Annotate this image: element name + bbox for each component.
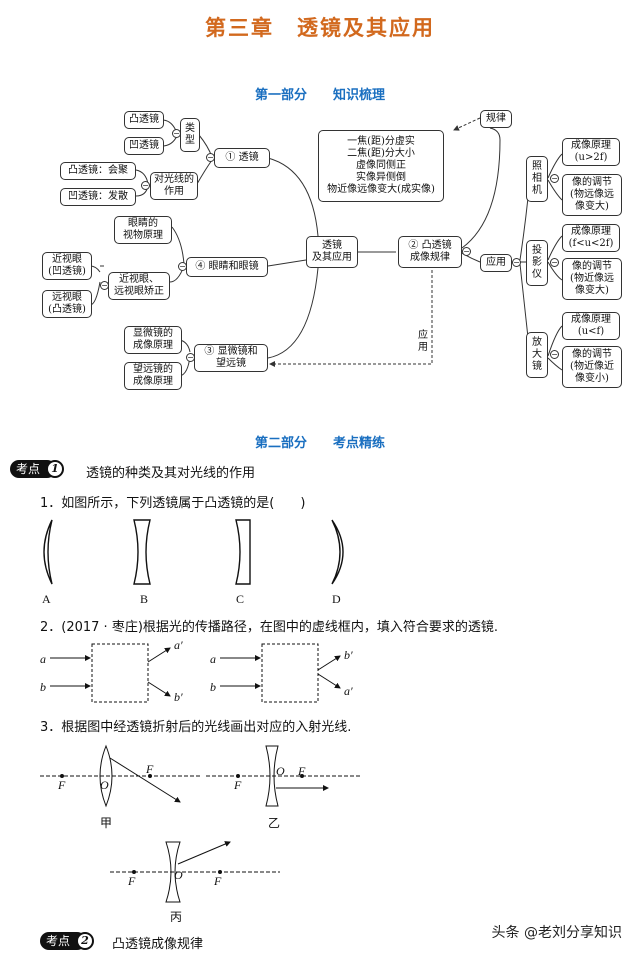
option-c: C xyxy=(236,592,245,606)
topic-2-text: 凸透镜成像规律 xyxy=(112,937,204,952)
lens-b-icon xyxy=(133,519,151,585)
option-b: B xyxy=(140,592,149,606)
eye-principle-label: 眼睛的 视物原理 xyxy=(114,216,172,244)
ray-b-label: b xyxy=(40,680,46,694)
convex-lens-label: 凸透镜 xyxy=(124,111,164,129)
projector-node: 投 影 仪 xyxy=(526,240,548,286)
o-label: O xyxy=(174,868,183,882)
topic-1-text: 透镜的种类及其对光线的作用 xyxy=(86,466,256,481)
o-label: O xyxy=(276,764,285,778)
option-d: D xyxy=(332,592,341,606)
types-label: 类 型 xyxy=(180,118,200,152)
figure-bing-label: 丙 xyxy=(170,910,183,924)
figure-yi-label: 乙 xyxy=(268,816,281,830)
apply-vertical-label: 应 用 xyxy=(418,330,428,353)
figure-jia-label: 甲 xyxy=(100,816,113,830)
eye-glasses-node: ④ 眼睛和眼镜 xyxy=(186,257,268,277)
collapse-icon: − xyxy=(206,153,215,162)
part-one-heading: 第一部分 知识梳理 xyxy=(254,88,385,103)
mind-map-lines xyxy=(89,117,563,377)
badge-label: 考点 xyxy=(40,932,86,950)
lens-d-icon xyxy=(331,519,344,585)
f-label: F xyxy=(128,874,136,888)
light-path-figure xyxy=(50,643,341,703)
concave-diverge-label: 凹透镜：发散 xyxy=(60,188,136,206)
application-node: 应用 xyxy=(480,254,512,272)
telescope-principle-label: 望远镜的 成像原理 xyxy=(124,362,182,390)
micro-tele-node: ③ 显微镜和 望远镜 xyxy=(194,344,268,372)
collapse-icon: − xyxy=(512,258,521,267)
collapse-icon: − xyxy=(141,181,150,190)
camera-node: 照 相 机 xyxy=(526,156,548,202)
f-label: F xyxy=(146,762,154,776)
topic-badge-1: 考点 1 xyxy=(10,460,70,478)
watermark: 头条 @老刘分享知识 xyxy=(491,925,622,941)
projector-adjust: 像的调节 (物近像远 像变大) xyxy=(562,258,622,300)
hyperopia-label: 远视眼 (凸透镜) xyxy=(42,290,92,318)
lens-node: ① 透镜 xyxy=(214,148,270,168)
magnifier-principle: 成像原理 (u<f) xyxy=(562,312,620,340)
question-3: 3．根据图中经透镜折射后的光线画出对应的入射光线. xyxy=(40,720,352,735)
center-node: 透镜 及其应用 xyxy=(306,236,358,268)
o-label: O xyxy=(100,778,109,792)
camera-adjust: 像的调节 (物远像远 像变大) xyxy=(562,174,622,216)
collapse-icon: − xyxy=(550,350,559,359)
magnifier-node: 放 大 镜 xyxy=(526,332,548,378)
lens-c-icon xyxy=(235,519,251,585)
ray-a2-label-2: a′ xyxy=(344,684,353,698)
badge-number: 2 xyxy=(76,932,94,950)
collapse-icon: − xyxy=(462,247,471,256)
ray-a-label-2: a xyxy=(210,652,216,666)
microscope-principle-label: 显微镜的 成像原理 xyxy=(124,326,182,354)
collapse-icon: − xyxy=(186,353,195,362)
collapse-icon: − xyxy=(172,129,181,138)
badge-number: 1 xyxy=(46,460,64,478)
collapse-icon: − xyxy=(100,281,109,290)
question-2: 2．(2017 · 枣庄)根据光的传播路径，在图中的虚线框内，填入符合要求的透镜… xyxy=(40,620,499,635)
camera-principle: 成像原理 (u>2f) xyxy=(562,138,620,166)
ray-a2-label: a′ xyxy=(174,638,183,652)
lens-shapes-figure xyxy=(43,519,344,585)
magnifier-adjust: 像的调节 (物近像近 像变小) xyxy=(562,346,622,388)
ray-a-label: a xyxy=(40,652,46,666)
imaging-rule-node: ② 凸透镜 成像规律 xyxy=(398,236,462,268)
rule-label: 规律 xyxy=(480,110,512,128)
f-label: F xyxy=(234,778,242,792)
chapter-title: 第三章 透镜及其应用 xyxy=(205,15,435,40)
ray-b2-label-2: b′ xyxy=(344,648,353,662)
refraction-figures xyxy=(40,744,360,903)
rules-box: 一焦(距)分虚实 二焦(距)分大小 虚像同侧正 实像异侧倒 物近像远像变大(成实… xyxy=(318,130,444,202)
ray-b2-label: b′ xyxy=(174,690,183,704)
lens-a-icon xyxy=(43,519,53,585)
myopia-label: 近视眼 (凹透镜) xyxy=(42,252,92,280)
part-two-heading: 第二部分 考点精练 xyxy=(254,436,385,451)
collapse-icon: − xyxy=(550,174,559,183)
light-effect-label: 对光线的 作用 xyxy=(150,172,198,200)
f-label: F xyxy=(58,778,66,792)
badge-label: 考点 xyxy=(10,460,56,478)
ray-b-label-2: b xyxy=(210,680,216,694)
topic-badge-2: 考点 2 xyxy=(40,932,100,950)
convex-converge-label: 凸透镜：会聚 xyxy=(60,162,136,180)
collapse-icon: − xyxy=(178,262,187,271)
question-1: 1．如图所示，下列透镜属于凸透镜的是( ) xyxy=(40,496,306,511)
projector-principle: 成像原理 (f<u<2f) xyxy=(562,224,620,252)
f-label: F xyxy=(298,764,306,778)
concave-lens-label: 凹透镜 xyxy=(124,137,164,155)
f-label: F xyxy=(214,874,222,888)
correction-label: 近视眼、 远视眼矫正 xyxy=(108,272,170,300)
option-a: A xyxy=(42,592,51,606)
collapse-icon: − xyxy=(550,258,559,267)
